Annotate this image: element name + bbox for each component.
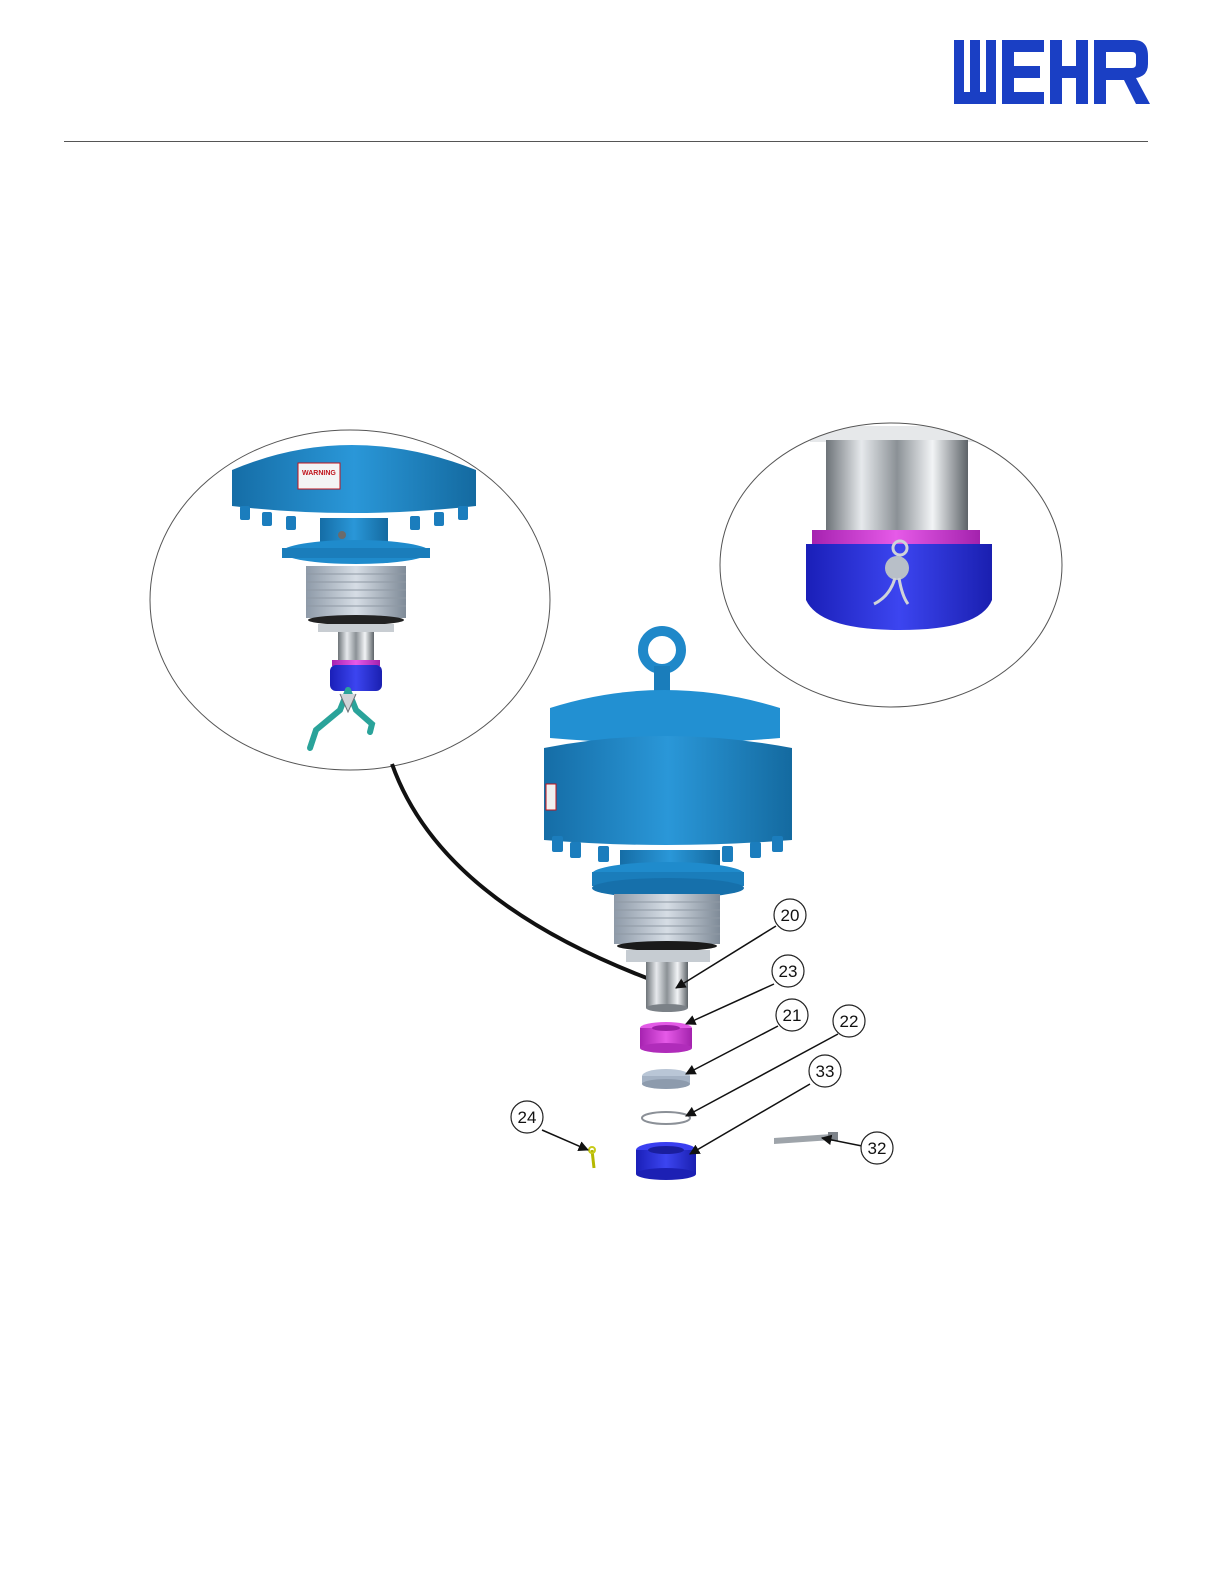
callout-21-label: 21 (783, 1006, 802, 1025)
callout-33: 33 (809, 1055, 841, 1087)
part-21-washer (642, 1069, 690, 1089)
part-33-retainer-nut (636, 1142, 696, 1180)
callout-24: 24 (511, 1101, 543, 1133)
part-24-cotter-pin (589, 1147, 595, 1168)
callout-21: 21 (776, 999, 808, 1031)
callout-22-label: 22 (840, 1012, 859, 1031)
callout-32: 32 (861, 1132, 893, 1164)
part-23-bushing (640, 1022, 692, 1053)
part-22-o-ring (642, 1112, 690, 1124)
part-32-pin (774, 1132, 838, 1144)
callout-20: 20 (774, 899, 806, 931)
detail-view-right (720, 423, 1062, 707)
callout-33-label: 33 (816, 1062, 835, 1081)
callout-24-label: 24 (518, 1108, 537, 1127)
callout-32-label: 32 (868, 1139, 887, 1158)
callout-20-label: 20 (781, 906, 800, 925)
callout-23-label: 23 (779, 962, 798, 981)
callout-22: 22 (833, 1005, 865, 1037)
detail-view-left: WARNING (150, 430, 550, 770)
warning-label: WARNING (302, 470, 336, 477)
callout-23: 23 (772, 955, 804, 987)
